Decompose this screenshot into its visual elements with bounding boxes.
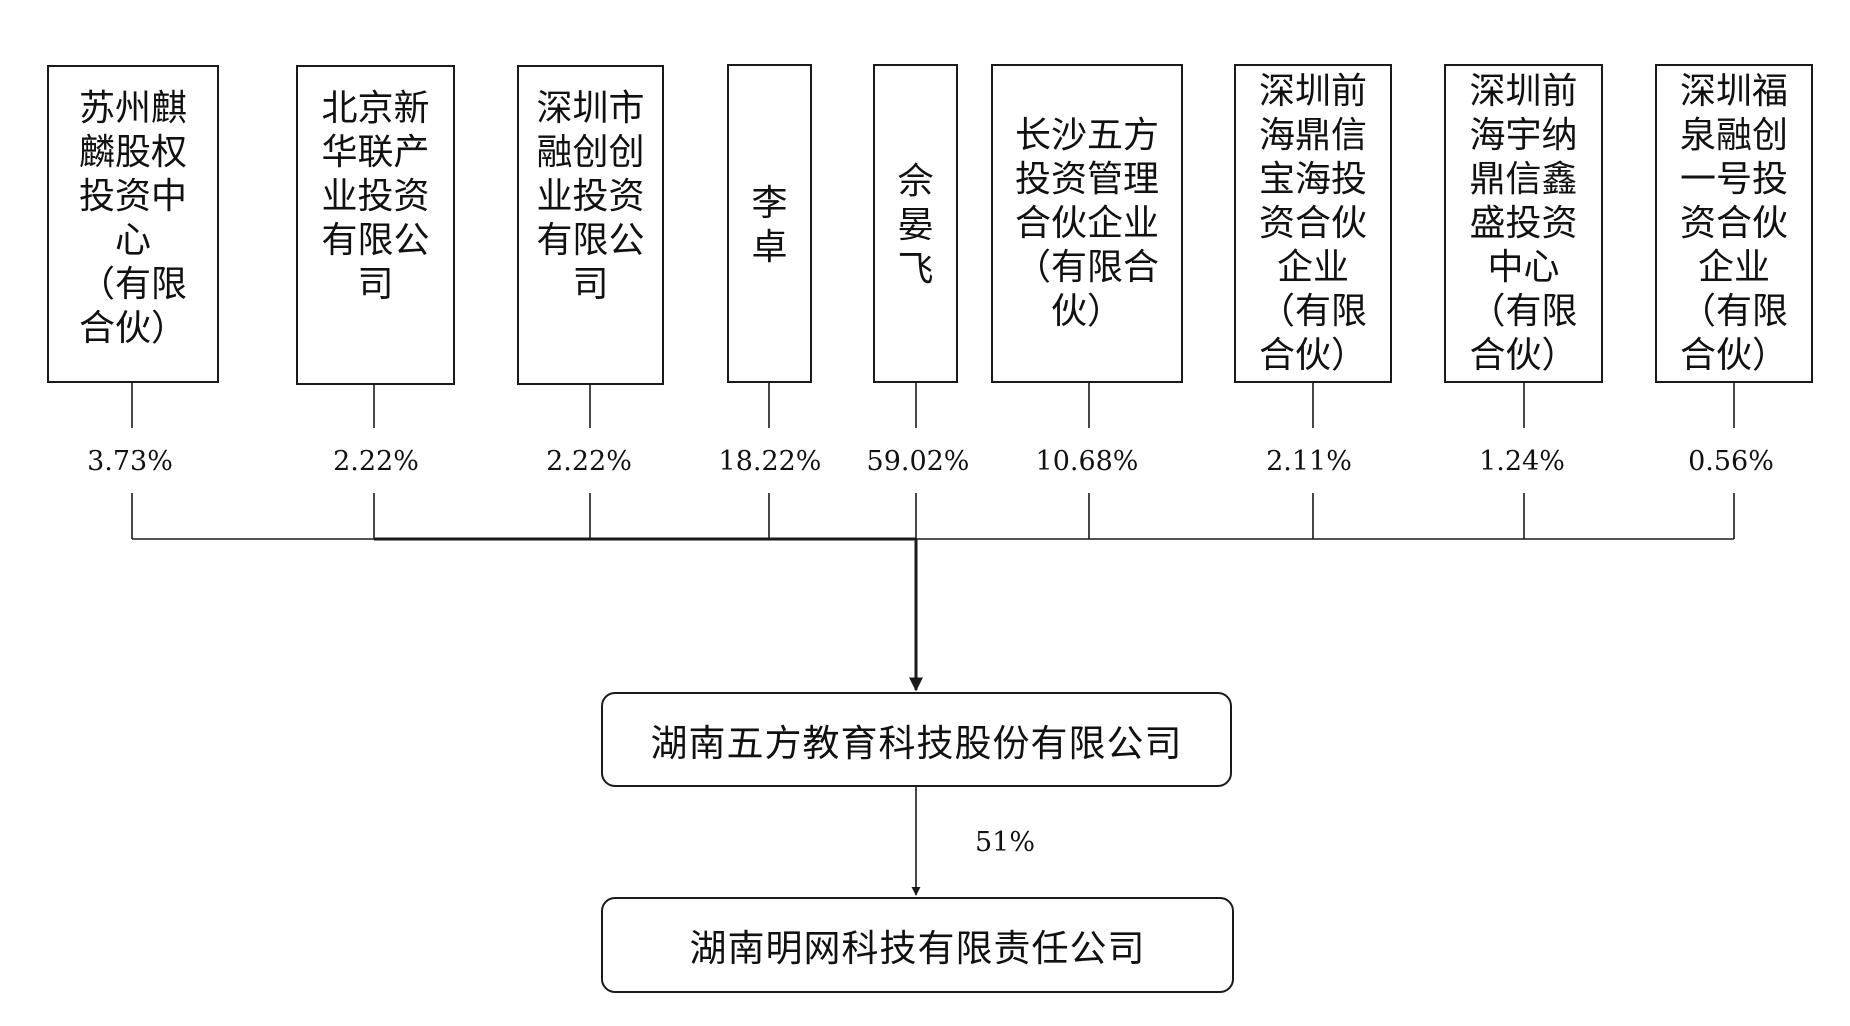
shareholder-box-9: 深圳福 泉融创 一号投 资合伙 企业 （有限 合伙）	[1655, 64, 1813, 383]
stake-percent-5: 59.02%	[866, 446, 970, 477]
shareholder-name-3: 深圳市 融创创 业投资 有限公 司	[536, 88, 645, 305]
stake-percent-3: 2.22%	[546, 446, 632, 477]
stake-percent-8: 1.24%	[1479, 446, 1565, 477]
shareholder-box-5: 佘 晏 飞	[873, 64, 958, 383]
shareholder-name-8: 深圳前 海宇纳 鼎信鑫 盛投资 中心 （有限 合伙）	[1469, 71, 1578, 376]
shareholder-box-6: 长沙五方 投资管理 合伙企业 （有限合 伙）	[991, 64, 1183, 383]
stake-percent-1: 3.73%	[87, 446, 173, 477]
shareholder-box-3: 深圳市 融创创 业投资 有限公 司	[517, 65, 664, 385]
shareholder-box-2: 北京新 华联产 业投资 有限公 司	[296, 65, 455, 385]
stake-percent-4: 18.22%	[718, 446, 822, 477]
shareholder-connectors	[131, 383, 1735, 539]
shareholder-name-7: 深圳前 海鼎信 宝海投 资合伙 企业 （有限 合伙）	[1258, 71, 1367, 376]
shareholder-name-1: 苏州麒 麟股权 投资中 心 （有限 合伙）	[78, 88, 187, 349]
shareholder-name-4: 李 卓	[751, 183, 788, 268]
stake-percent-2: 2.22%	[333, 446, 419, 477]
stake-percent-9: 0.56%	[1688, 446, 1774, 477]
shareholder-box-7: 深圳前 海鼎信 宝海投 资合伙 企业 （有限 合伙）	[1234, 64, 1392, 383]
subsidiary-company-name: 湖南明网科技有限责任公司	[689, 927, 1146, 970]
shareholder-name-2: 北京新 华联产 业投资 有限公 司	[321, 88, 430, 305]
shareholder-box-8: 深圳前 海宇纳 鼎信鑫 盛投资 中心 （有限 合伙）	[1444, 64, 1603, 383]
shareholder-name-6: 长沙五方 投资管理 合伙企业 （有限合 伙）	[1014, 115, 1159, 332]
shareholder-name-9: 深圳福 泉融创 一号投 资合伙 企业 （有限 合伙）	[1679, 71, 1788, 376]
shareholder-name-5: 佘 晏 飞	[897, 161, 934, 290]
shareholder-box-1: 苏州麒 麟股权 投资中 心 （有限 合伙）	[47, 65, 219, 383]
subsidiary-company-box: 湖南明网科技有限责任公司	[601, 897, 1234, 993]
parent-company-name: 湖南五方教育科技股份有限公司	[650, 721, 1183, 765]
shareholder-box-4: 李 卓	[727, 64, 812, 383]
stake-percent-6: 10.68%	[1035, 446, 1139, 477]
subsidiary-stake-percent: 51%	[974, 827, 1035, 858]
parent-company-box: 湖南五方教育科技股份有限公司	[601, 692, 1232, 787]
stake-percent-7: 2.11%	[1266, 446, 1352, 477]
